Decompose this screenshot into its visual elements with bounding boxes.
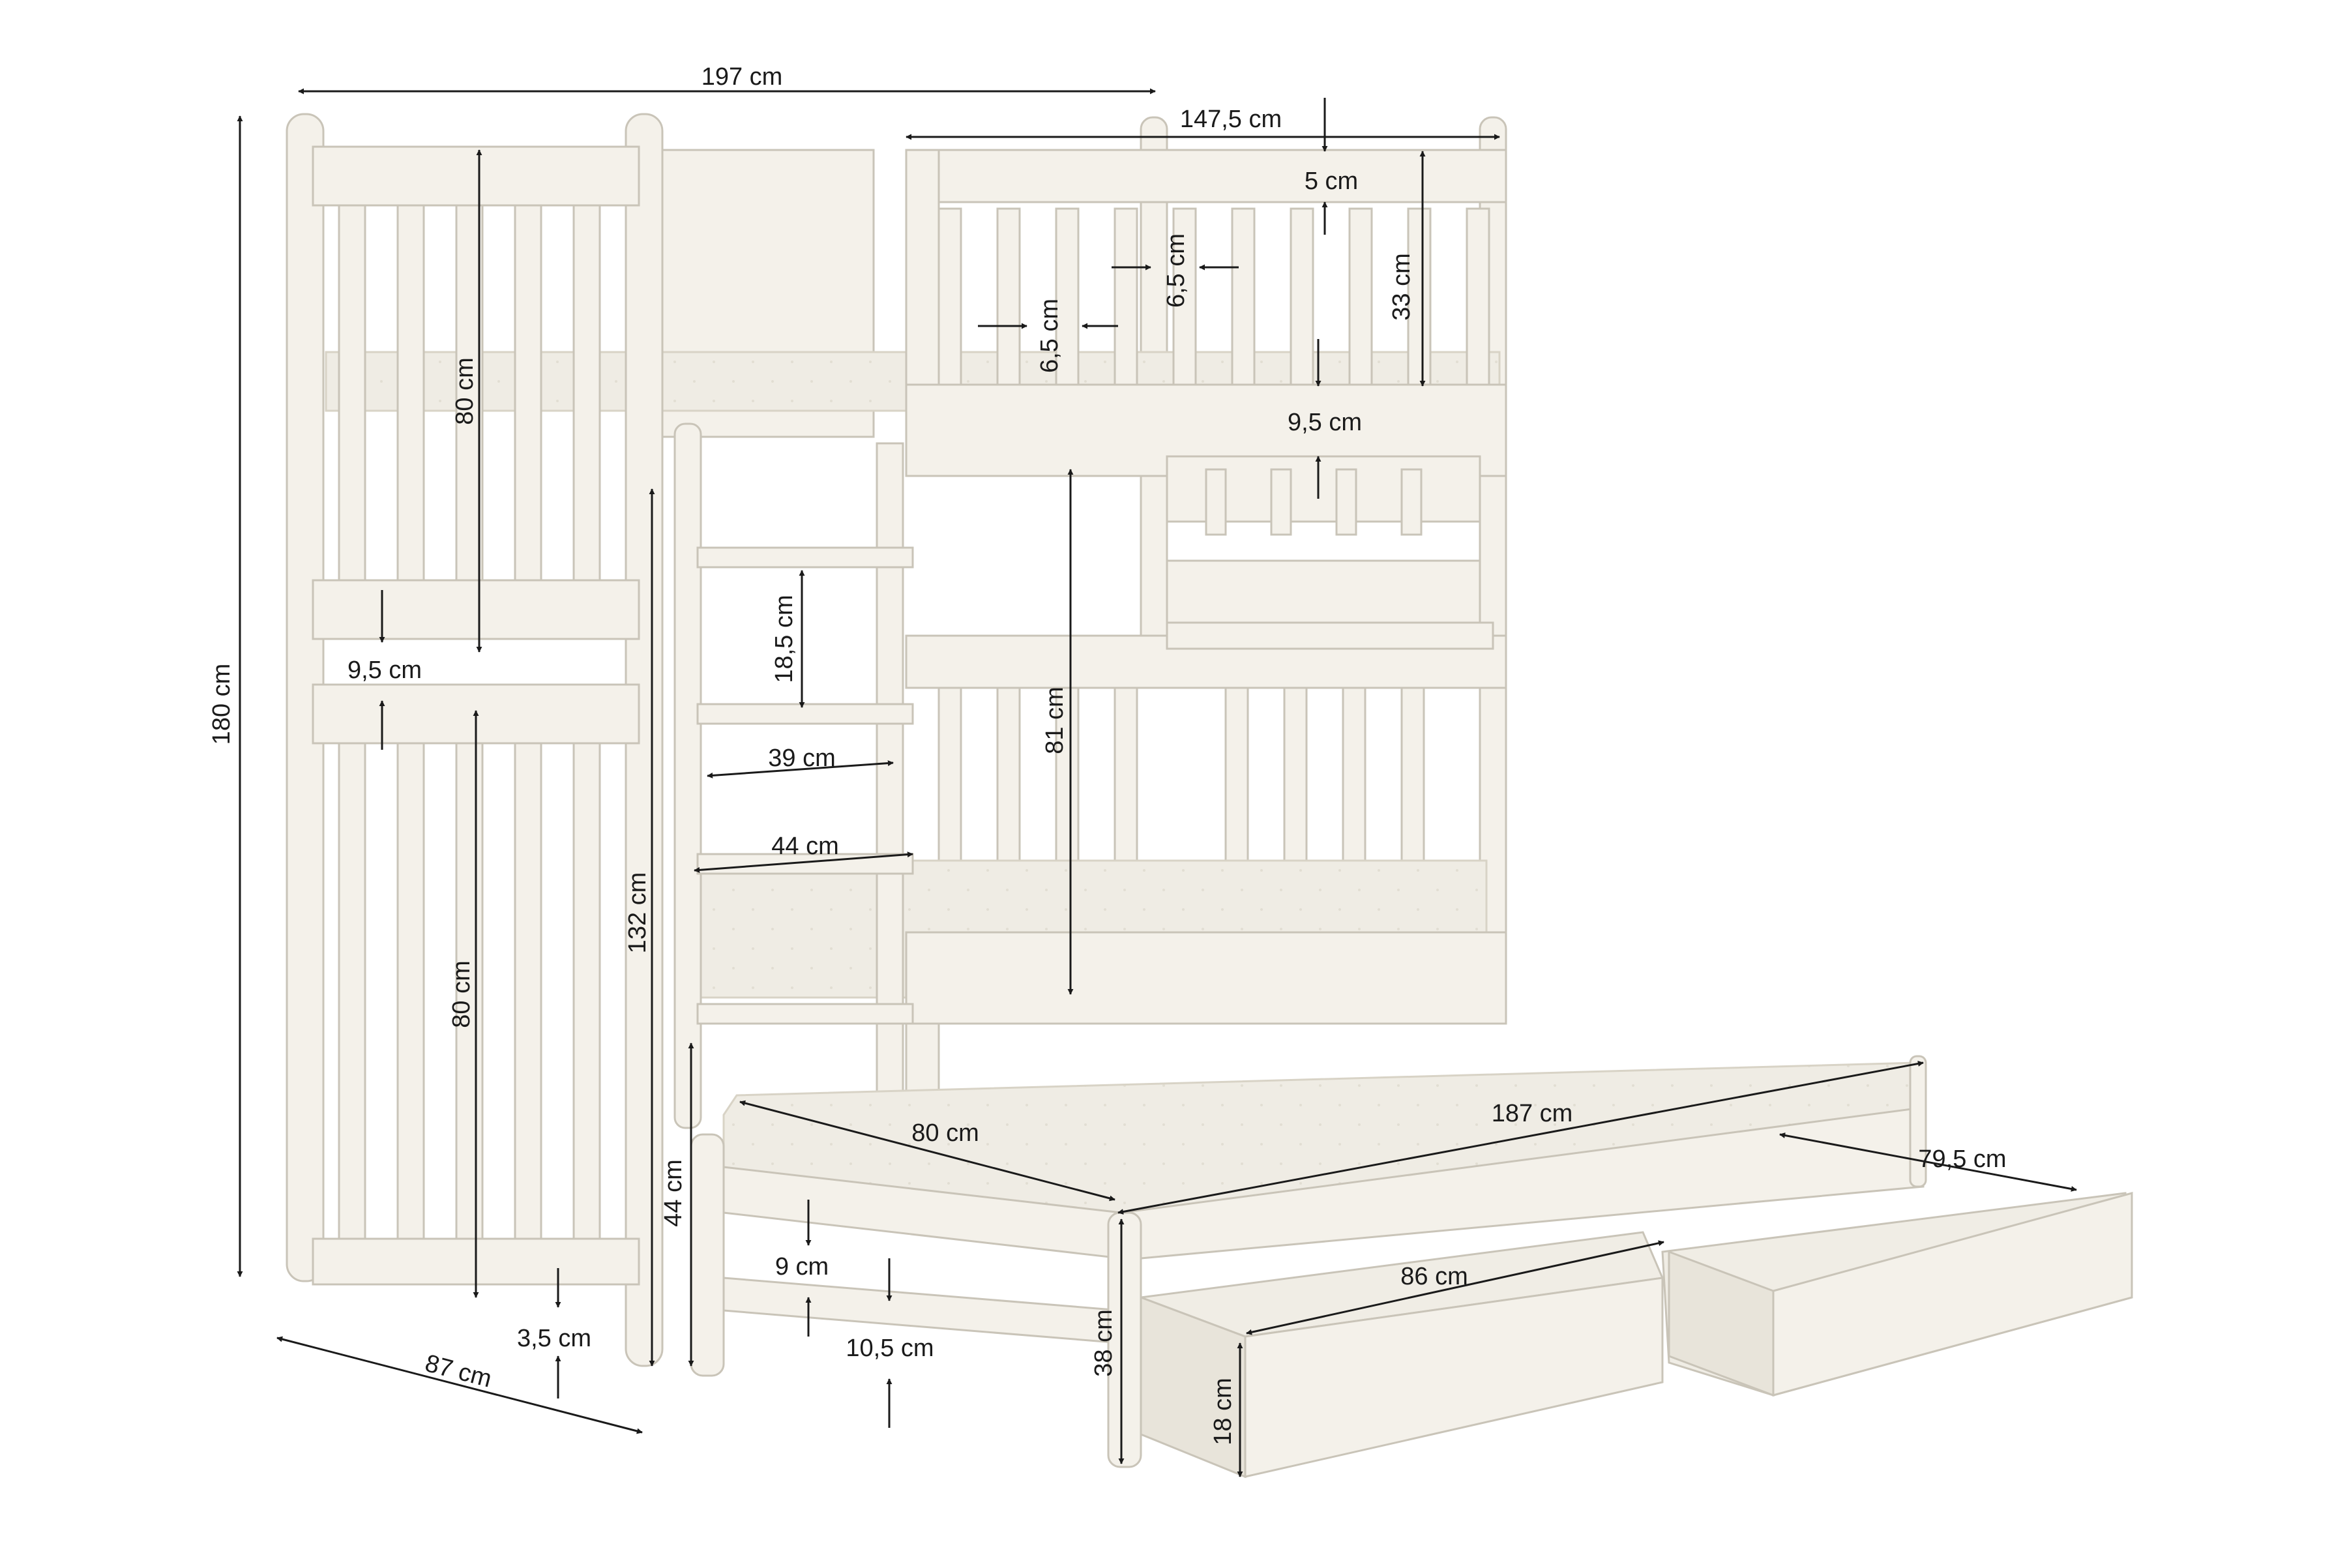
left-end-panel (286, 113, 664, 1367)
dim-line-ladder-outer (694, 851, 913, 873)
label-step-spacing: 18,5 cm (771, 595, 798, 683)
label-rail-gap: 9 cm (775, 1253, 829, 1280)
label-end-gap: 9,5 cm (347, 657, 422, 684)
label-trundle-height: 38 cm (1090, 1309, 1117, 1376)
label-lower-end: 80 cm (448, 960, 475, 1028)
label-guard-gap: 9,5 cm (1288, 409, 1362, 436)
back-end-panel (1166, 455, 1481, 627)
label-guard-height: 33 cm (1388, 253, 1415, 320)
label-total-length: 197 cm (701, 63, 783, 91)
dim-line-trundle-length (1117, 1061, 1924, 1215)
bed-structure (286, 113, 2133, 1479)
label-ladder-height: 132 cm (624, 872, 651, 954)
dim-line-drawer-width (1779, 1132, 2077, 1192)
dim-line-depth (276, 1336, 643, 1434)
label-upper-length: 147,5 cm (1180, 106, 1282, 133)
label-slat-gap-b: 6,5 cm (1162, 233, 1190, 308)
label-trundle-length: 187 cm (1492, 1100, 1573, 1127)
label-trundle-width: 80 cm (911, 1119, 979, 1147)
lower-back-guard (905, 621, 1507, 885)
label-lower-clearance: 81 cm (1041, 687, 1069, 754)
label-ladder-inner: 39 cm (768, 745, 835, 772)
label-trundle-leg: 44 cm (660, 1159, 687, 1226)
dimension-lines (237, 88, 2077, 1477)
label-slat-gap-a: 6,5 cm (1036, 299, 1063, 373)
dim-line-trundle-width (739, 1100, 1115, 1202)
label-total-height: 180 cm (208, 664, 235, 745)
dim-line-ladder-inner (707, 760, 894, 778)
label-floor-gap: 3,5 cm (517, 1325, 591, 1352)
lower-side-board (905, 931, 1507, 1025)
label-ladder-outer: 44 cm (771, 833, 838, 860)
dimension-labels: 197 cm 147,5 cm 180 cm 87 cm 5 cm 6,5 cm… (208, 63, 2007, 1445)
dim-line-drawer-length (1246, 1240, 1664, 1335)
label-trundle-floor: 10,5 cm (846, 1335, 934, 1362)
label-rail-top: 5 cm (1305, 168, 1358, 195)
label-upper-end: 80 cm (451, 357, 479, 424)
label-drawer-width: 79,5 cm (1918, 1146, 2006, 1173)
label-drawer-height: 18 cm (1209, 1378, 1237, 1445)
label-depth: 87 cm (422, 1350, 495, 1393)
label-drawer-length: 86 cm (1400, 1263, 1468, 1290)
